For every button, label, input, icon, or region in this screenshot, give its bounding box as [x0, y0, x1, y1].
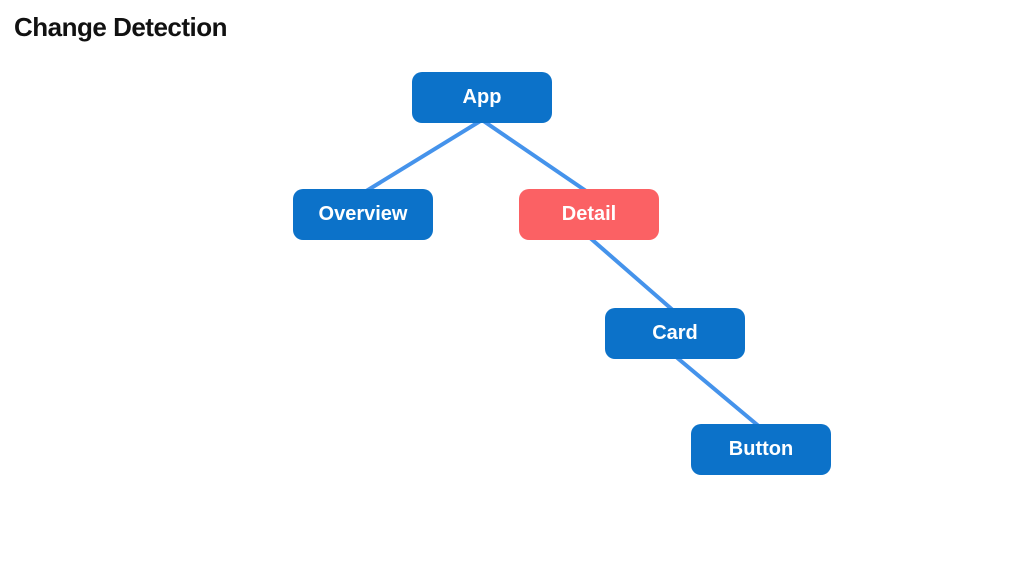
edge-detail-card — [587, 235, 677, 314]
edge-app-detail — [480, 118, 591, 195]
tree-node-overview: Overview — [293, 189, 433, 240]
tree-node-button-label: Button — [728, 438, 794, 460]
tree-node-detail-label: Detail — [561, 203, 617, 225]
tree-node-app: App — [412, 72, 552, 123]
edge-card-button — [673, 354, 763, 430]
tree-node-button: Button — [691, 424, 831, 475]
tree-node-card-label: Card — [652, 322, 698, 344]
tree-node-detail: Detail — [519, 189, 659, 240]
page-title: Change Detection — [14, 12, 228, 42]
edge-app-overview — [361, 118, 484, 195]
tree-node-overview-label: Overview — [318, 203, 408, 225]
tree-node-app-label: App — [462, 86, 502, 108]
tree-node-card: Card — [605, 308, 745, 359]
